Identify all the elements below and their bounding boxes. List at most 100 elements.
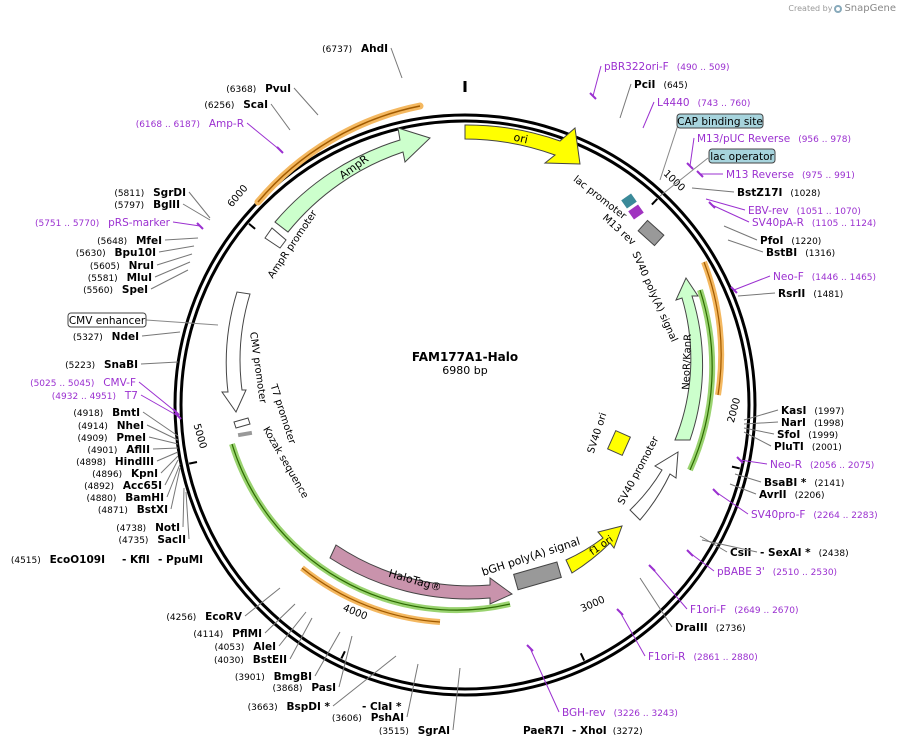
enzyme-site-label: PciI(645)	[634, 79, 688, 91]
primer-site-mark	[696, 170, 704, 178]
site-connector	[142, 411, 179, 437]
site-connector	[148, 436, 179, 445]
backbone-inner	[179, 119, 751, 691]
site-connector	[185, 491, 190, 540]
credit: Created by SnapGene	[788, 3, 896, 14]
primer-band-neo-orange-line	[703, 261, 722, 396]
enzyme-site-label: (3868) PasI	[273, 682, 336, 694]
enzyme-site-label: - PpuMI	[158, 554, 203, 566]
enzyme-site-label: (4880) BamHI	[86, 492, 164, 504]
primer-site-label: (6168 .. 6187) Amp-R	[136, 118, 244, 130]
site-connector	[406, 663, 419, 718]
site-connector	[390, 47, 403, 79]
site-connector	[146, 424, 179, 441]
enzyme-site-label: (3515) SgrAI	[379, 725, 450, 737]
site-connector	[278, 611, 307, 647]
feature-ampr-arrow	[274, 127, 431, 233]
feature-f1ori-label: f1 ori	[588, 534, 616, 558]
site-connector	[737, 292, 776, 297]
scale-tick	[340, 650, 346, 659]
site-connector	[452, 667, 461, 731]
enzyme-site-label: (5811) SgrDI	[114, 187, 186, 199]
site-connector	[727, 239, 764, 253]
feature-bgh-block	[513, 561, 562, 591]
site-connector	[739, 459, 768, 465]
site-connector	[619, 83, 632, 119]
site-connector	[246, 122, 281, 151]
enzyme-site-label: (6368) PvuI	[226, 83, 291, 95]
primer-site-label: (5025 .. 5045) CMV-F	[30, 377, 136, 389]
primer-band-halo-orange-line	[301, 567, 441, 623]
enzyme-site-label: PfoI(1220)	[760, 235, 821, 247]
feature-neor-label: NeoR/KanR	[681, 334, 694, 390]
feature-neor-arrow	[674, 276, 704, 441]
enzyme-site-label: (4901) AflII	[87, 444, 150, 456]
site-connector	[734, 473, 762, 483]
primer-site-mark	[736, 456, 744, 464]
feature-ori-label: ori	[512, 131, 529, 147]
feature-m13rev-block	[628, 204, 644, 220]
backbone-outer	[173, 113, 757, 697]
feature-ori-arrow	[464, 124, 581, 165]
site-connector	[160, 455, 179, 474]
enzyme-site-label: - KflI	[122, 554, 150, 566]
site-connector	[689, 137, 695, 167]
site-connector	[170, 467, 181, 510]
feature-cmvprom-label: CMV promoter	[247, 331, 268, 405]
enzyme-site-label: (4896) KpnI	[92, 468, 158, 480]
primer-site-label: (4932 .. 4951) T7	[52, 390, 138, 402]
site-connector	[156, 253, 193, 266]
lac-op-connector	[659, 157, 709, 197]
site-connector	[244, 587, 281, 617]
feature-lacprom-label: lac promoter	[571, 174, 629, 223]
enzyme-site-label: KasI(1997)	[781, 405, 844, 417]
enzyme-site-label: (4735) SacII	[119, 534, 186, 546]
feature-amprprom-arrow	[264, 227, 287, 249]
enzyme-site-label: (4114) PflMI	[193, 628, 262, 640]
primer-site-label: M13/pUC Reverse(956 .. 978)	[697, 133, 851, 145]
scale-tick	[651, 198, 659, 206]
enzyme-site-label: - ClaI *	[362, 701, 402, 713]
enzyme-site-label: (4892) Acc65I	[84, 480, 162, 492]
snapgene-logo-icon	[834, 4, 843, 13]
enzyme-site-label: - XhoI(3272)	[572, 725, 643, 737]
enzyme-site-label: (5327) NdeI	[73, 331, 139, 343]
site-connector	[293, 87, 319, 116]
primer-site-mark	[712, 488, 720, 496]
primer-site-mark	[708, 201, 716, 209]
primer-site-label: L4440(743 .. 760)	[657, 97, 750, 109]
enzyme-site-label: (4871) BstXI	[98, 504, 168, 516]
site-connector	[529, 647, 560, 713]
site-connector	[140, 361, 179, 365]
cap-connector	[659, 124, 679, 181]
primer-site-label: BGH-rev(3226 .. 3243)	[562, 707, 678, 719]
primer-site-mark	[730, 286, 738, 294]
site-connector	[172, 221, 201, 227]
site-connector	[691, 187, 735, 193]
feature-sv40prom-arrow	[629, 451, 679, 521]
boxed-feature-box	[708, 148, 776, 164]
site-connector	[154, 261, 191, 278]
primer-site-mark	[648, 564, 656, 572]
site-connector	[141, 331, 181, 337]
features-layer: ori AmpR AmpR promoter lac promoter M13 …	[145, 102, 725, 625]
enzyme-site-label: (4515) EcoO109I	[11, 554, 105, 566]
enzyme-site-label: RsrII(1481)	[778, 288, 843, 300]
site-connector	[689, 552, 715, 572]
enzyme-site-label: DraIII(2736)	[675, 622, 746, 634]
boxed-feature-label: CAP binding site	[677, 116, 763, 128]
site-connector	[743, 421, 779, 425]
enzyme-site-label: PluTI(2001)	[774, 441, 842, 453]
scale-tick	[731, 465, 740, 470]
primer-site-mark	[526, 644, 534, 652]
site-connector	[705, 198, 746, 211]
feature-t7prom-arrow	[233, 417, 251, 429]
enzyme-site-label: (6737) AhdI	[322, 43, 388, 55]
site-connector	[338, 635, 353, 688]
primer-band-halo-green-line	[231, 443, 511, 611]
enzyme-site-label: (3663) BspDI *	[248, 701, 331, 713]
enzyme-site-label: (6256) ScaI	[204, 99, 268, 111]
site-connector	[140, 394, 179, 417]
site-connector	[156, 451, 179, 462]
